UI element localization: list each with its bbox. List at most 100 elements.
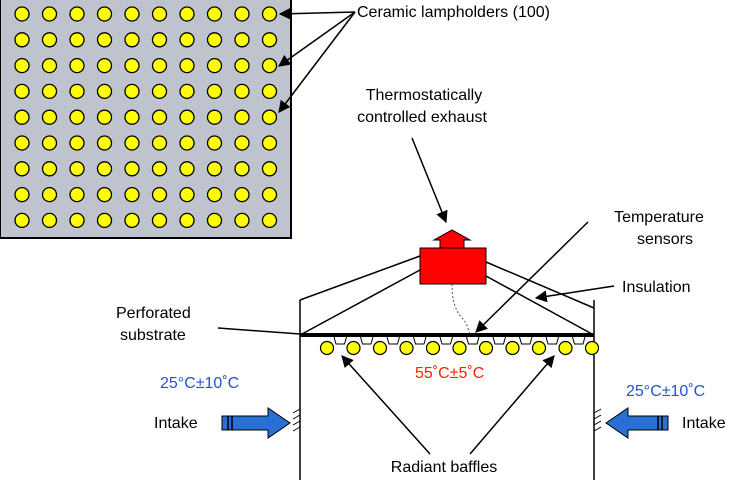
lampholder (234, 57, 250, 74)
lampholder (41, 109, 58, 125)
exhaust-arrow (432, 229, 472, 249)
lampholder (206, 135, 223, 151)
lampholder (179, 186, 195, 203)
lampholder (179, 32, 195, 48)
lampholder (14, 161, 30, 177)
lampholder (96, 186, 113, 203)
lampholder (124, 83, 140, 100)
lampholder (261, 161, 278, 177)
lampholder (14, 186, 30, 203)
lampholder (234, 83, 250, 100)
substrate-leader (217, 327, 301, 335)
lampholder (69, 83, 85, 100)
radiant-baffle (519, 336, 547, 356)
sensors-label-line2: sensors (637, 231, 693, 248)
roof-inner-right (485, 275, 593, 335)
lampholder (96, 57, 113, 74)
lampholder (69, 186, 85, 203)
lampholder (261, 57, 278, 74)
lampholder (69, 32, 85, 48)
exhaust-box (419, 247, 487, 285)
lampholder-leader-3 (278, 11, 356, 113)
lampholder (69, 161, 85, 177)
radiant-baffle (360, 336, 388, 356)
exhaust-leader (411, 137, 448, 224)
radiant-baffle (466, 336, 494, 356)
radiant-baffle (572, 336, 600, 356)
lampholder (41, 6, 58, 22)
lampholder (124, 212, 140, 229)
lampholder (41, 32, 58, 48)
radiant-baffle (492, 336, 520, 356)
lampholder (124, 135, 140, 151)
lampholder (261, 186, 278, 203)
lampholder (124, 161, 140, 177)
lampholder (41, 135, 58, 151)
lampholder (151, 32, 168, 48)
lampholder (179, 161, 195, 177)
sensors-label-line1: Temperature (614, 209, 704, 226)
lampholder (151, 109, 168, 125)
lampholder (96, 32, 113, 48)
lampholder (234, 109, 250, 125)
lampholder (206, 32, 223, 48)
left-intake-arrow (221, 407, 301, 439)
exhaust-label-line2: controlled exhaust (357, 109, 487, 126)
lampholder (96, 135, 113, 151)
lampholder-leader-2 (278, 11, 356, 67)
lampholder (151, 6, 168, 22)
lampholder (96, 212, 113, 229)
right-intake-arrow (593, 407, 669, 439)
right-temperature-label: 25°C±10˚C (626, 383, 705, 400)
radiant-baffle (545, 336, 573, 356)
radiant-baffles (319, 336, 600, 356)
lampholder (206, 212, 223, 229)
lampholder (96, 83, 113, 100)
sensor-wire (451, 283, 471, 335)
lampholder (124, 109, 140, 125)
lampholder (261, 83, 278, 100)
roof-inner (301, 269, 421, 335)
inner-temperature-label: 55˚C±5˚C (415, 365, 484, 382)
lampholder (96, 6, 113, 22)
lampholder-leader-1 (278, 7, 356, 20)
roof-outer (299, 255, 421, 301)
lampholder (234, 32, 250, 48)
lampholder (261, 109, 278, 125)
lampholder (179, 109, 195, 125)
lampholder (96, 109, 113, 125)
lampholder (124, 32, 140, 48)
insulation-label: Insulation (622, 279, 691, 296)
lampholder (234, 186, 250, 203)
lampholder (14, 109, 30, 125)
lamp-grid (14, 6, 278, 229)
lampholder (69, 212, 85, 229)
radiant-baffle (439, 336, 467, 356)
lampholder (206, 83, 223, 100)
lampholder (14, 6, 30, 22)
lampholder (151, 135, 168, 151)
lampholder (179, 83, 195, 100)
substrate-label-line2: substrate (120, 327, 186, 344)
lampholder (179, 135, 195, 151)
lampholder (151, 57, 168, 74)
lampholder (124, 6, 140, 22)
lampholder (69, 6, 85, 22)
lampholder (124, 57, 140, 74)
lampholder (41, 212, 58, 229)
lampholder (261, 212, 278, 229)
lampholder (261, 135, 278, 151)
lampholder (69, 109, 85, 125)
lampholder (261, 6, 278, 22)
lampholder (14, 32, 30, 48)
lampholder (206, 109, 223, 125)
left-intake-label: Intake (154, 415, 198, 432)
lampholder (206, 161, 223, 177)
lampholder (179, 57, 195, 74)
lampholder (41, 83, 58, 100)
exhaust-label-line1: Thermostatically (366, 87, 482, 104)
lampholder (151, 186, 168, 203)
lampholder (261, 32, 278, 48)
lampholder (151, 161, 168, 177)
